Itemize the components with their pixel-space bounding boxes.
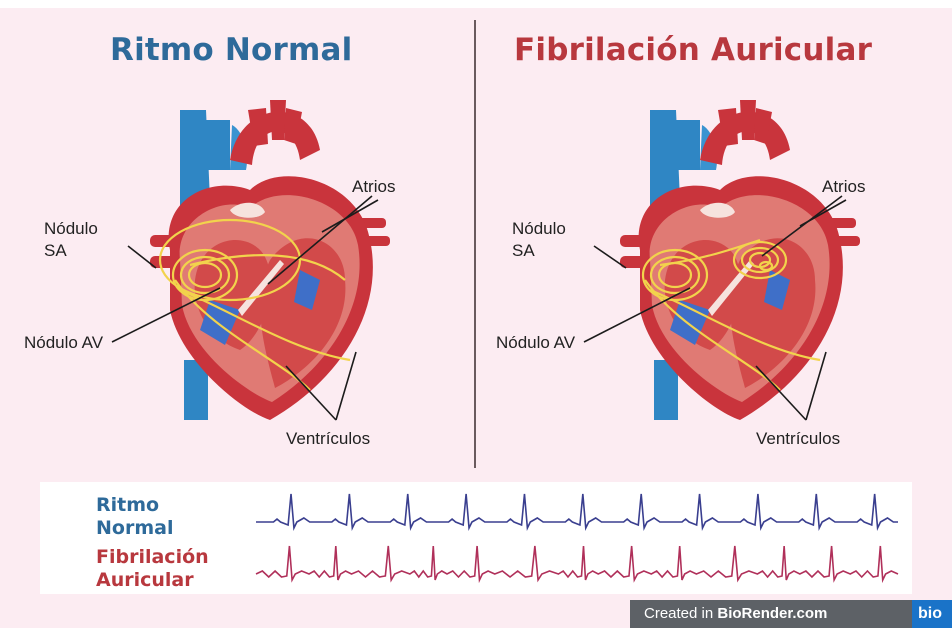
ecg-trace-fib xyxy=(256,546,898,580)
credit-prefix: Created in xyxy=(644,605,717,622)
credit-brand: BioRender.com xyxy=(717,605,827,622)
biorender-logo-chip[interactable]: bio xyxy=(912,600,952,628)
ecg-trace-normal xyxy=(256,494,898,528)
biorender-credit[interactable]: Created in BioRender.com xyxy=(630,600,952,628)
